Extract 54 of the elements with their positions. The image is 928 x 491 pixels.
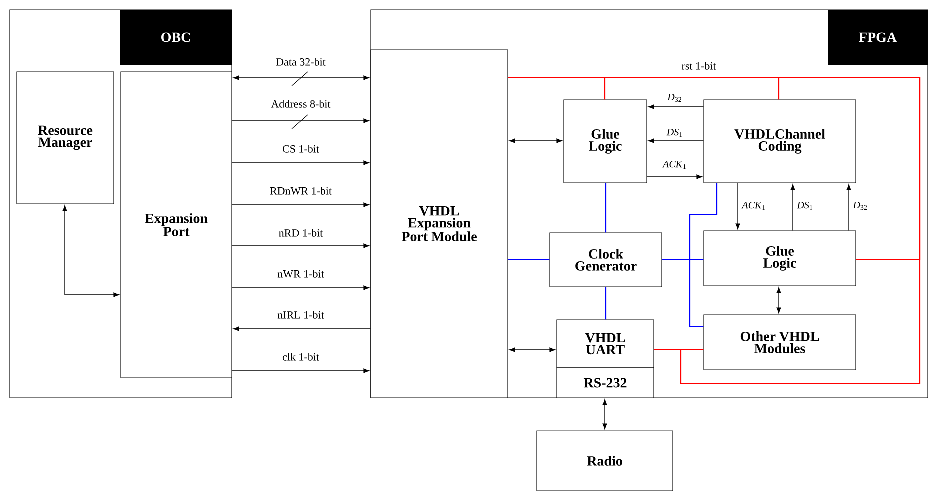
connector <box>681 349 704 351</box>
connector <box>62 205 120 298</box>
connector <box>654 349 681 351</box>
connector <box>232 286 370 290</box>
edge-label: clk 1-bit <box>282 352 320 362</box>
block-box: Expansion Port <box>120 72 232 378</box>
edge-label: nRD 1-bit <box>278 228 324 238</box>
connector <box>646 174 703 180</box>
block-box: VHDL UART <box>556 320 654 368</box>
block-box: RS-232 <box>556 368 654 398</box>
edge-label: CS 1-bit <box>282 144 320 154</box>
connector <box>508 77 921 385</box>
block-box: Clock Generator <box>550 232 662 288</box>
connector <box>648 138 704 144</box>
connector <box>846 184 852 232</box>
connector <box>233 76 370 80</box>
connector <box>232 202 370 208</box>
title-tab: OBC <box>120 10 232 65</box>
connector <box>602 399 608 430</box>
edge-label: Address 8-bit <box>270 99 332 109</box>
connector <box>648 104 704 110</box>
edge-label: DS$_{1}$ <box>666 128 684 138</box>
connector <box>232 118 370 124</box>
block-box: VHDLChannel Coding <box>704 100 856 184</box>
connector <box>605 287 607 320</box>
connector <box>790 184 796 232</box>
connector <box>509 348 556 352</box>
title-tab: FPGA <box>828 10 928 65</box>
connector <box>776 287 782 314</box>
edge-label: ACK$_{1}$ <box>741 200 768 212</box>
block-box: Other VHDL Modules <box>704 314 856 370</box>
edge-label: RDnWR 1-bit <box>269 186 334 196</box>
connector <box>232 244 370 248</box>
connector <box>508 259 550 261</box>
block-box: Resource Manager <box>16 72 114 204</box>
block-box: Glue Logic <box>704 230 856 286</box>
edge-label: nWR 1-bit <box>276 269 326 279</box>
edge-label: Data 32-bit <box>275 57 327 67</box>
edge-label: D$_{32}$ <box>852 200 869 212</box>
connector <box>233 326 372 332</box>
connector <box>232 368 370 374</box>
connector <box>736 182 740 230</box>
edge-label: rst 1-bit <box>680 61 718 71</box>
edge-label: DS$_{1}$ <box>796 200 814 212</box>
connector <box>605 183 607 233</box>
connector <box>662 259 704 328</box>
connector <box>232 160 370 166</box>
block-box: VHDL Expansion Port Module <box>370 50 508 398</box>
connector <box>509 138 563 144</box>
block-box: Radio <box>536 430 674 491</box>
block-box: Glue Logic <box>564 100 648 184</box>
edge-label: D$_{32}$ <box>666 92 684 104</box>
edge-label: nIRL 1-bit <box>276 310 326 320</box>
edge-label: ACK$_{1}$ <box>662 160 688 170</box>
